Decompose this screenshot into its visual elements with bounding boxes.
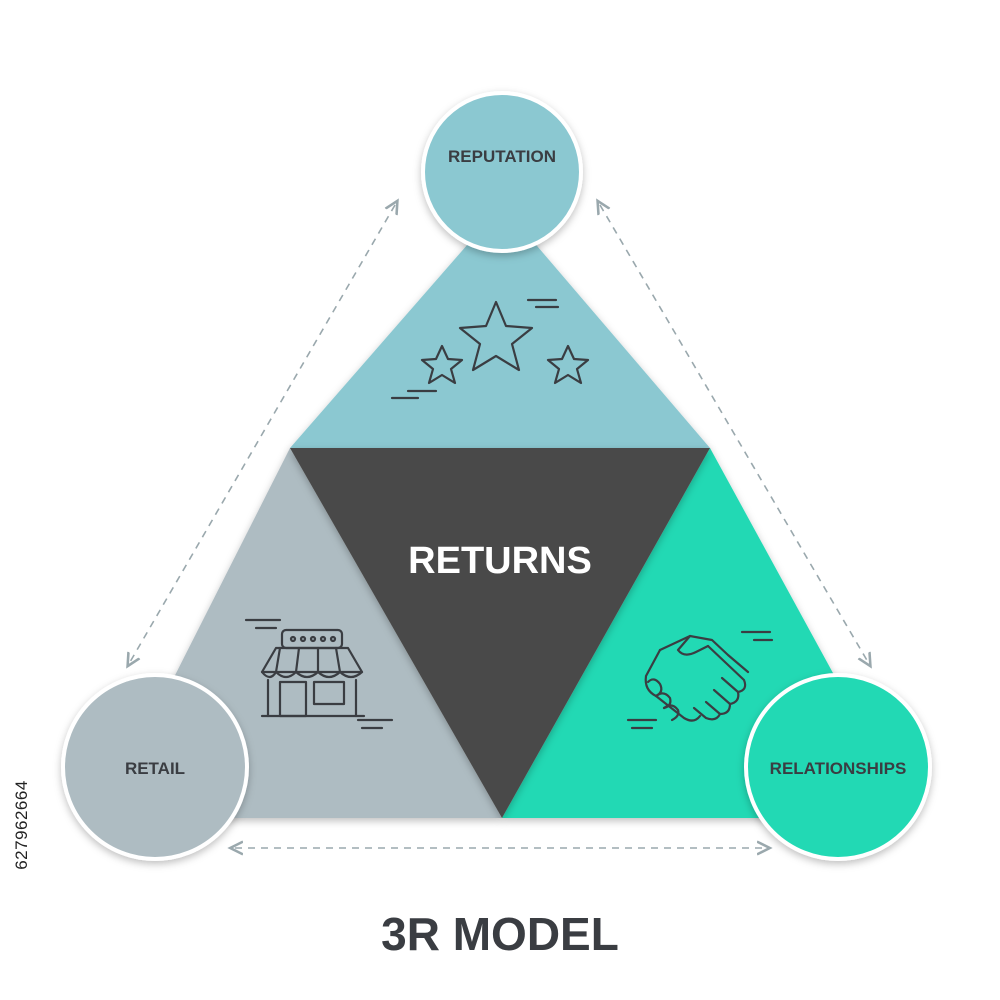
connector-reputation-retail <box>130 205 395 662</box>
segment-retail <box>165 448 502 818</box>
relationships-label: RELATIONSHIPS <box>770 759 907 778</box>
reputation-label: REPUTATION <box>448 147 556 166</box>
page-title: 3R MODEL <box>381 908 619 960</box>
side-id-label: 627962664 <box>12 780 31 870</box>
node-reputation: REPUTATION <box>421 91 583 253</box>
returns-label: RETURNS <box>408 540 592 582</box>
side-id-text: 627962664 <box>8 760 36 890</box>
stars-icon <box>390 298 590 400</box>
segment-reputation <box>290 205 710 448</box>
connector-reputation-relationships <box>600 205 868 662</box>
node-relationships: RELATIONSHIPS <box>744 673 932 861</box>
handshake-icon <box>626 630 774 730</box>
storefront-icon <box>244 618 394 730</box>
node-retail: RETAIL <box>61 673 249 861</box>
segment-returns <box>290 448 710 818</box>
retail-label: RETAIL <box>125 759 185 778</box>
